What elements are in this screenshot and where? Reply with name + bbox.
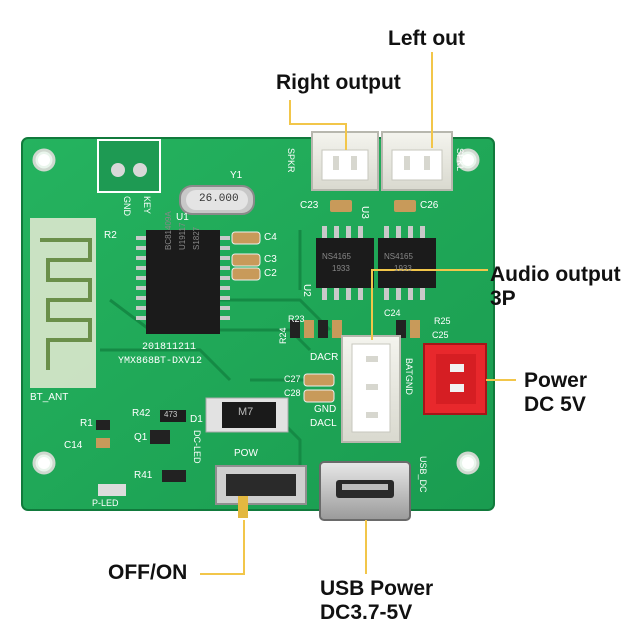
silk-r2: R2	[104, 230, 117, 241]
silk-batgnd: BATGND	[404, 358, 414, 395]
chip-u3	[378, 226, 436, 300]
silk-chip-u1-1: BC81409A	[164, 211, 173, 250]
silk-chip-u3-code: 1933	[394, 264, 412, 273]
silk-pow: POW	[234, 448, 258, 459]
silk-c23: C23	[300, 200, 319, 211]
cap-c23	[330, 200, 352, 212]
silk-key: KEY	[142, 196, 152, 215]
silk-chip-u1-2: U19117	[178, 222, 187, 250]
resistor-r41	[162, 470, 186, 482]
usb-port	[319, 461, 411, 521]
silk-u2: U2	[301, 284, 312, 297]
silk-dc-led: DC-LED	[192, 430, 202, 464]
silk-r24: R24	[278, 327, 288, 344]
silk-gnd2: GND	[314, 404, 337, 415]
spkr-connector	[311, 131, 379, 191]
chip-u1	[136, 230, 230, 334]
silk-p-led: P-LED	[92, 498, 119, 508]
callout-power-2: DC 5V	[524, 393, 586, 416]
silk-c3: C3	[264, 254, 277, 265]
silk-q1: Q1	[134, 432, 148, 443]
silk-c26: C26	[420, 200, 439, 211]
silk-r42: R42	[132, 408, 151, 419]
cap-c28	[303, 389, 335, 403]
silk-c25: C25	[432, 330, 449, 340]
silk-gnd: GND	[122, 196, 132, 216]
bt-antenna-area	[30, 218, 96, 388]
callout-left-out: Left out	[388, 27, 465, 50]
silk-r23: R23	[288, 314, 305, 324]
silk-bt-ant: BT_ANT	[30, 392, 69, 403]
silk-spkr: SPKR	[286, 148, 296, 173]
silk-diode: M7	[238, 406, 254, 418]
callout-usb-power-1: USB Power	[320, 577, 434, 600]
silk-chip-u1-3: S1827	[192, 226, 201, 250]
silk-model: YMX868BT-DXV12	[118, 356, 203, 367]
transistor-q1	[150, 430, 170, 444]
silk-r42-value: 473	[164, 410, 178, 419]
diode-d1	[205, 397, 289, 433]
silk-c24: C24	[384, 308, 401, 318]
silk-c14: C14	[64, 440, 83, 451]
silk-date: 201811211	[142, 342, 197, 353]
silk-r1: R1	[80, 418, 93, 429]
silk-r41: R41	[134, 470, 153, 481]
silk-spkl: SPKL	[455, 148, 465, 172]
silk-chip-u2: NS4165	[322, 252, 351, 261]
callout-power-1: Power	[524, 369, 588, 392]
cap-c26	[394, 200, 416, 212]
resistor-r1	[96, 420, 110, 430]
bt-antenna-trace	[40, 238, 92, 370]
callout-right-output: Right output	[276, 71, 401, 94]
resistor-r42	[160, 410, 186, 422]
callout-lines	[200, 52, 516, 575]
resistor-row	[290, 320, 420, 338]
audio-3p-connector	[341, 335, 401, 443]
power-red-connector	[423, 343, 487, 415]
mounting-holes	[32, 148, 480, 475]
silk-chip-u2-code: 1933	[332, 264, 350, 273]
callout-off-on: OFF/ON	[108, 561, 188, 584]
power-switch	[215, 465, 307, 518]
callout-usb-power-2: DC3.7-5V	[320, 601, 413, 624]
silk-u3: U3	[359, 206, 370, 219]
silk-dacl: DACL	[310, 418, 337, 429]
spkl-connector	[381, 131, 453, 191]
silk-dacr: DACR	[310, 352, 339, 363]
silk-usb-dc: USB_DC	[418, 456, 428, 493]
silk-u1: U1	[176, 212, 189, 223]
cap-c27	[303, 373, 335, 387]
cap-c14	[96, 438, 110, 448]
silk-r25: R25	[434, 316, 451, 326]
silk-c27: C27	[284, 374, 301, 384]
silk-y1: Y1	[230, 170, 243, 181]
key-pad-area	[97, 139, 161, 193]
callout-audio-output-2: 3P	[490, 287, 516, 310]
silk-c2: C2	[264, 268, 277, 279]
silk-c4: C4	[264, 232, 277, 243]
silk-d1: D1	[190, 414, 203, 425]
callout-audio-output-1: Audio output	[490, 263, 621, 286]
caps-c2-c4	[231, 231, 261, 281]
p-led	[98, 484, 126, 496]
chip-u2	[316, 226, 374, 300]
silk-crystal: 26.000	[199, 193, 239, 205]
silk-chip-u3: NS4165	[384, 252, 413, 261]
silk-c28: C28	[284, 388, 301, 398]
